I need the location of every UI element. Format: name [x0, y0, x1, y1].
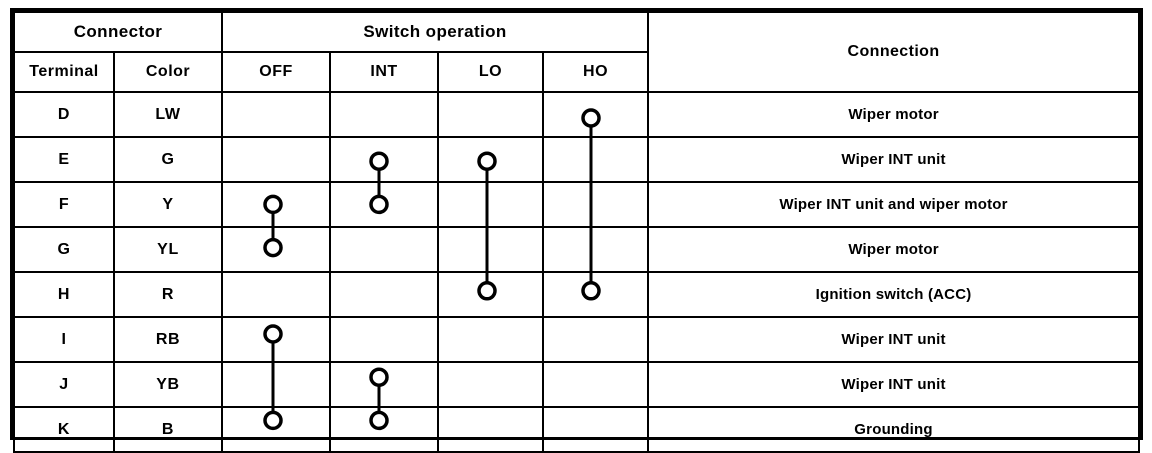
header-switch-lo: LO	[437, 51, 545, 93]
cell-connection: Wiper INT unit and wiper motor	[647, 181, 1140, 228]
table-row: E G Wiper INT unit	[13, 136, 1140, 183]
cell-connection: Ignition switch (ACC)	[647, 271, 1140, 318]
cell-switch-ho	[542, 361, 650, 408]
cell-switch-lo	[437, 136, 545, 183]
header-connection: Connection	[647, 11, 1140, 93]
cell-switch-ho	[542, 91, 650, 138]
cell-switch-lo	[437, 316, 545, 363]
table-row: I RB Wiper INT unit	[13, 316, 1140, 363]
cell-connection: Wiper INT unit	[647, 136, 1140, 183]
cell-switch-ho	[542, 406, 650, 453]
table-row: K B Grounding	[13, 406, 1140, 453]
cell-connection: Wiper motor	[647, 91, 1140, 138]
cell-terminal: G	[13, 226, 115, 273]
cell-switch-off	[221, 316, 332, 363]
cell-terminal: I	[13, 316, 115, 363]
wiper-switch-continuity-table: Connector Switch operation Connection Te…	[10, 8, 1143, 453]
header-switch-int: INT	[329, 51, 440, 93]
cell-switch-int	[329, 316, 440, 363]
header-switch-operation-group: Switch operation	[221, 11, 650, 53]
cell-switch-off	[221, 91, 332, 138]
cell-connection: Wiper INT unit	[647, 316, 1140, 363]
cell-switch-lo	[437, 361, 545, 408]
cell-switch-off	[221, 361, 332, 408]
cell-switch-lo	[437, 181, 545, 228]
header-color: Color	[112, 51, 224, 93]
cell-switch-off	[221, 406, 332, 453]
header-row-subs: Terminal Color OFF INT LO HO	[13, 51, 1139, 93]
cell-switch-int	[329, 271, 440, 318]
table-row: H R Ignition switch (ACC)	[13, 271, 1140, 318]
header-switch-ho: HO	[542, 51, 650, 93]
cell-switch-off	[221, 226, 332, 273]
cell-terminal: F	[13, 181, 115, 228]
cell-switch-ho	[542, 226, 650, 273]
cell-connection: Grounding	[647, 406, 1140, 453]
table-row: D LW Wiper motor	[13, 91, 1140, 138]
cell-switch-off	[221, 271, 332, 318]
cell-connection: Wiper INT unit	[647, 361, 1140, 408]
cell-switch-ho	[542, 181, 650, 228]
cell-connection: Wiper motor	[647, 226, 1140, 273]
cell-switch-int	[329, 226, 440, 273]
table-body: D LW Wiper motor E G Wiper INT unit	[13, 91, 1140, 453]
cell-switch-lo	[437, 226, 545, 273]
cell-color: LW	[112, 91, 224, 138]
table-row: F Y Wiper INT unit and wiper motor	[13, 181, 1140, 228]
cell-color: YL	[112, 226, 224, 273]
cell-switch-ho	[542, 271, 650, 318]
cell-terminal: J	[13, 361, 115, 408]
cell-switch-int	[329, 361, 440, 408]
cell-switch-ho	[542, 316, 650, 363]
cell-terminal: D	[13, 91, 115, 138]
cell-switch-int	[329, 136, 440, 183]
cell-switch-lo	[437, 406, 545, 453]
cell-color: R	[112, 271, 224, 318]
cell-terminal: E	[13, 136, 115, 183]
table-header: Connector Switch operation Connection Te…	[12, 11, 1140, 93]
cell-terminal: H	[13, 271, 115, 318]
cell-switch-off	[221, 181, 332, 228]
header-terminal: Terminal	[13, 51, 115, 93]
cell-switch-int	[329, 181, 440, 228]
cell-switch-lo	[437, 271, 545, 318]
cell-switch-int	[329, 91, 440, 138]
cell-terminal: K	[13, 406, 115, 453]
spec-table: Connector Switch operation Connection Te…	[12, 11, 1140, 453]
cell-color: YB	[112, 361, 224, 408]
cell-switch-ho	[542, 136, 650, 183]
header-row-groups: Connector Switch operation Connection	[12, 11, 1140, 93]
cell-switch-off	[221, 136, 332, 183]
table-row: G YL Wiper motor	[13, 226, 1140, 273]
cell-color: RB	[112, 316, 224, 363]
cell-color: G	[112, 136, 224, 183]
header-connector-group: Connector	[12, 11, 224, 53]
table-row: J YB Wiper INT unit	[13, 361, 1140, 408]
header-switch-off: OFF	[221, 51, 332, 93]
cell-switch-int	[329, 406, 440, 453]
cell-color: Y	[112, 181, 224, 228]
cell-switch-lo	[437, 91, 545, 138]
cell-color: B	[112, 406, 224, 453]
